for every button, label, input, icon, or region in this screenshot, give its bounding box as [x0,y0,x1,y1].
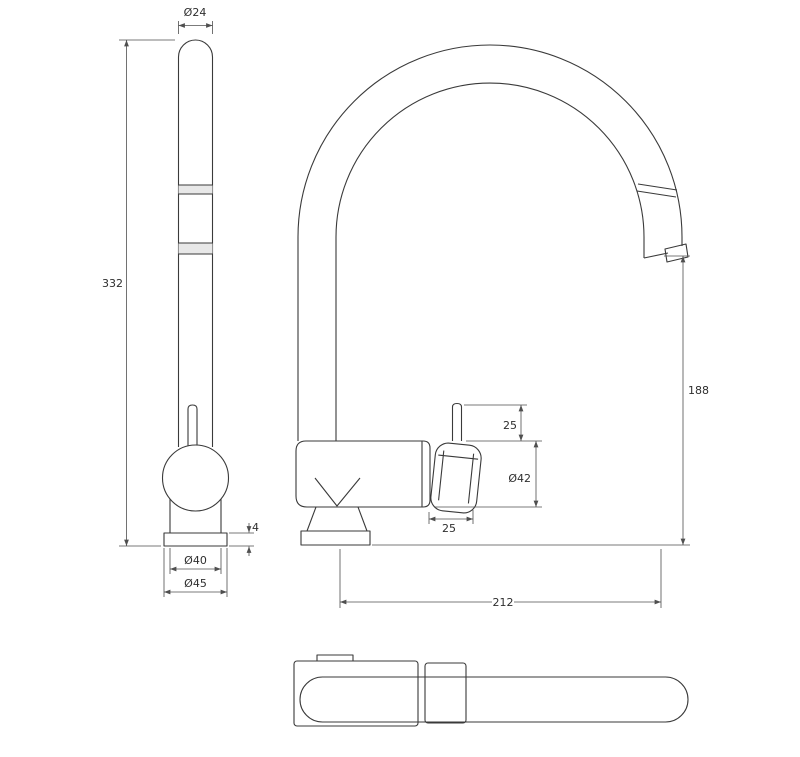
front-view-outline [295,44,689,546]
front-riser [306,506,368,532]
front-spray-head-tip [643,252,669,259]
top-handle [424,662,467,724]
side-spray-band-1 [178,185,213,194]
dim-ext-base-bottom-diameter [163,548,228,597]
dim-label-base-bottom-diameter: Ø45 [184,577,207,590]
front-spray-head-bands [636,183,678,198]
dim-ext-spout-diameter [178,21,213,34]
dim-label-base-top-diameter: Ø40 [184,554,207,567]
side-spray-band-2 [178,243,213,254]
dim-ext-outlet-height [372,255,690,546]
dim-label-spout-diameter: Ø24 [184,6,207,19]
dim-label-body-diameter: Ø42 [508,472,531,485]
side-view: Ø24 332 4 Ø40 Ø45 [102,6,259,597]
front-handle-detail [438,450,479,504]
side-handle-ball [161,444,230,512]
front-body-cone [314,477,361,507]
dim-ext-handle-stem [464,404,542,442]
front-body [295,440,431,508]
front-gooseneck-outer [297,44,683,238]
front-view-dimensions: 25 Ø42 25 188 212 [339,255,709,609]
side-spout-tube [177,39,214,447]
front-right-leg [643,237,683,258]
front-handle-stem [451,402,463,441]
side-spray-band-1-lines [178,184,213,195]
dim-label-overall-height: 332 [102,277,123,290]
dim-label-outlet-height: 188 [688,384,709,397]
side-handle-lever [187,404,198,447]
side-view-dimensions: Ø24 332 4 Ø40 Ø45 [102,6,259,597]
top-body-tab [316,654,354,662]
side-base-cylinder [169,499,222,533]
dim-label-base-thickness: 4 [252,521,259,534]
front-handle-body [430,442,482,514]
front-base-flange [300,530,371,546]
front-gooseneck-inner [335,82,645,238]
dim-label-handle-stem-height: 25 [503,419,517,432]
top-spout [299,676,689,723]
front-spray-nozzle [664,243,689,263]
side-spray-band-2-lines [178,242,213,255]
front-view: 25 Ø42 25 188 212 [295,44,709,609]
dim-label-spout-reach: 212 [493,596,514,609]
dim-label-handle-length: 25 [442,522,456,535]
side-view-outline [161,39,230,547]
top-view [293,654,689,727]
dim-ext-base-thickness [229,532,254,547]
front-left-leg [297,237,337,441]
dim-ext-spout-reach [339,549,662,608]
top-body [293,660,419,727]
side-base-flange [163,532,228,547]
front-handle [430,442,482,514]
